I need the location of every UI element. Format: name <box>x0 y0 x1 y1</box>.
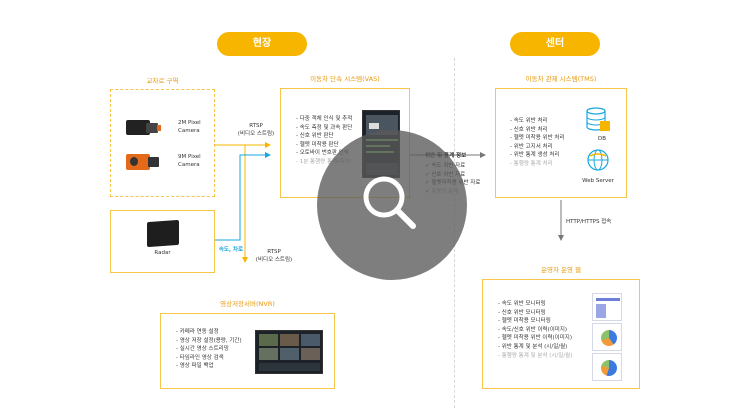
nvr-title: 영상저장서버(NVR) <box>220 300 275 308</box>
list-item: 위반 통계 및 분석 (시/일/월) <box>498 343 572 352</box>
list-item: 헬멧 미착용 위반 이력(이미지) <box>498 334 572 343</box>
list-item: 통행량 통계 및 분석 (시/일/월) <box>498 352 573 361</box>
web-app-function-list: 속도 위반 모니터링 신호 위반 모니터링 헬멧 미착용 모니터링 속도/신호 … <box>498 300 573 361</box>
list-item: 신호 위반 모니터링 <box>498 309 572 318</box>
camera-area-box <box>110 89 215 197</box>
list-item: 속도/신호 위반 이력(이미지) <box>498 326 572 335</box>
list-item: 신호 위반 판단 <box>296 132 352 141</box>
list-item: 1분 통행량 통계(측정) <box>296 158 352 167</box>
list-item: 위반 고지서 처리 <box>510 143 565 152</box>
list-item: 신호 위반 처리 <box>510 126 565 135</box>
list-item: 헬멧 미착용 판단 <box>296 141 352 150</box>
web-server-label: Web Server <box>582 178 614 184</box>
camera-icon <box>126 118 161 136</box>
rtsp-top-label: RTSP(비디오 스트림) <box>237 123 275 137</box>
list-item: 영상 저장 설정(용량, 기간) <box>176 337 242 346</box>
nvr-function-list: 카메라 연동 설정 영상 저장 설정(용량, 기간) 실시간 영상 스트리밍 타… <box>176 328 242 371</box>
list-item: 타임라인 영상 검색 <box>176 354 242 363</box>
search-icon <box>363 176 416 229</box>
nvr-screen-image <box>255 330 323 374</box>
tms-title: 이동차 관제 시스템(TMS) <box>525 75 597 83</box>
tms-function-list: 속도 위반 처리 신호 위반 처리 헬멧 미착용 위반 처리 위반 고지서 처리… <box>510 117 565 169</box>
database-icon <box>586 107 610 131</box>
speed-lane-label: 속도, 차로 <box>218 247 244 253</box>
list-item: 영상 파일 백업 <box>176 362 242 371</box>
http-label: HTTP/HTTPS 접속 <box>566 219 612 225</box>
db-label: DB <box>597 136 606 142</box>
vas-function-list: 다중 객체 인식 및 추적 속도 측정 및 과속 판단 신호 위반 판단 헬멧 … <box>296 115 353 167</box>
list-item: 속도 측정 및 과속 판단 <box>296 124 353 133</box>
camera-area-title: 교차로 구역 <box>146 77 179 85</box>
list-item: 속도 위반 처리 <box>510 117 565 126</box>
list-item: 헬멧 미착용 위반 처리 <box>510 134 565 143</box>
vas-title: 이동차 단속 시스템(VAS) <box>310 75 380 83</box>
web-app-screen-image <box>592 293 622 381</box>
list-item: 카메라 연동 설정 <box>176 328 242 337</box>
list-item: 속도 위반 모니터링 <box>498 300 572 309</box>
web-app-title: 운영자 운영 웹 <box>540 266 581 274</box>
web-server-icon <box>587 149 609 171</box>
site-pill: 현장 <box>217 32 307 56</box>
zoom-overlay-button[interactable] <box>317 130 467 280</box>
list-item: 오토바이 번호판 인식 <box>296 149 352 158</box>
list-item: 실시간 영상 스트리밍 <box>176 345 242 354</box>
rtsp-bottom-label: RTSP(비디오 스트림) <box>255 249 293 263</box>
radar-icon <box>147 219 179 248</box>
camera-icon <box>126 153 160 171</box>
list-item: 통행량 통계 처리 <box>510 160 565 169</box>
radar-label: Radar <box>154 250 171 256</box>
list-item: 다중 객체 인식 및 추적 <box>296 115 353 124</box>
center-pill: 센터 <box>510 32 600 56</box>
list-item: 위반 통계 생성 처리 <box>510 151 565 160</box>
list-item: 헬멧 미착용 모니터링 <box>498 317 572 326</box>
